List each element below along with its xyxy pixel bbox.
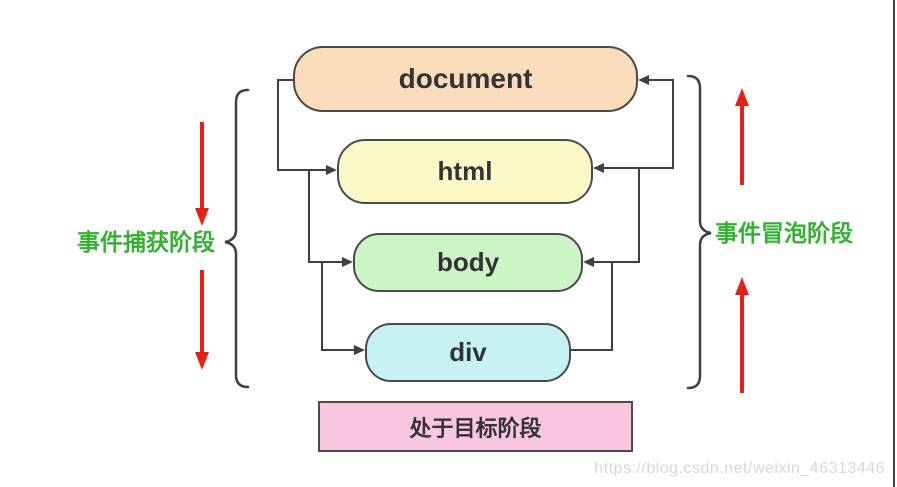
watermark-url: https://blog.csdn.net/weixin_46313446 [594,460,885,477]
bubble-connectors [571,75,674,351]
target-phase-label: 处于目标阶段 [409,415,542,441]
connector-body-to-div [321,262,354,351]
node-div: div [365,323,571,382]
connector-div-to-body [571,261,613,351]
bubble-arrowhead-upper-icon [735,88,749,106]
connector-html-to-document [639,79,674,169]
capture-phase-label: 事件捕获阶段 [77,229,215,255]
arrowhead-into-body-right-icon [583,257,594,267]
capture-brace-icon [224,88,250,389]
capture-direction-arrows [195,122,209,370]
arrowhead-into-html-left-icon [326,165,337,175]
right-edge-divider [893,0,895,487]
bubble-arrowhead-lower-icon [735,277,749,295]
node-document: document [293,46,638,112]
node-html-label: html [437,156,493,186]
connector-document-to-html [277,79,326,171]
arrowhead-into-div-left-icon [354,345,365,355]
target-phase-box: 处于目标阶段 [318,401,633,452]
node-html: html [337,139,593,204]
capture-arrowhead-upper-icon [195,208,209,226]
bubble-direction-arrows [735,88,749,393]
connector-body-to-html [604,167,640,263]
node-body: body [353,233,583,292]
bubble-phase-label: 事件冒泡阶段 [715,220,853,246]
capture-connectors [277,79,365,355]
capture-arrowhead-lower-icon [195,352,209,370]
node-div-label: div [449,337,487,367]
node-body-label: body [436,247,500,277]
connector-html-to-body [308,170,342,263]
bubble-brace-icon [686,74,712,390]
arrowhead-into-document-right-icon [638,75,649,85]
node-document-label: document [398,63,533,94]
arrowhead-into-body-left-icon [342,257,353,267]
arrowhead-into-html-right-icon [593,163,604,173]
